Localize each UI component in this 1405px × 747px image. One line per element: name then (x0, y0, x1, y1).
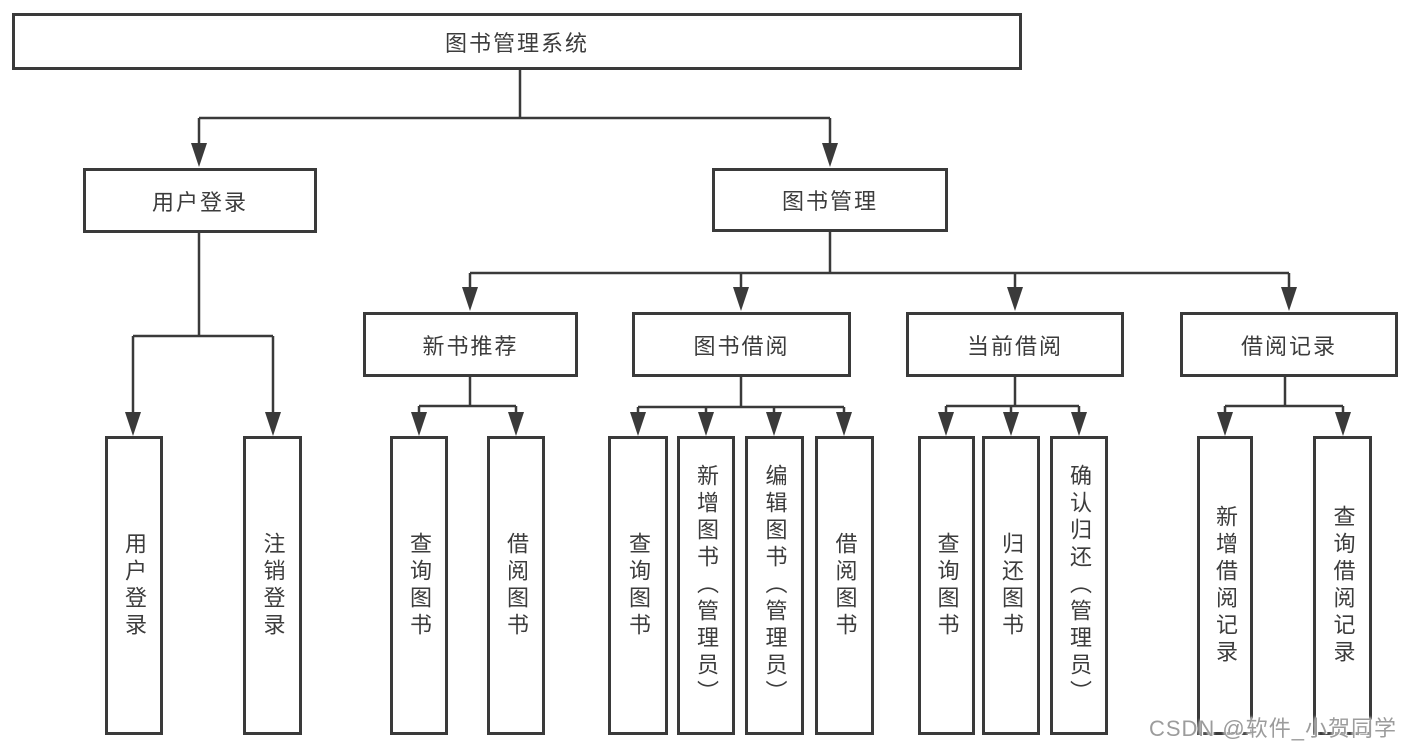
node-book-management: 图书管理 (712, 168, 948, 232)
node-label: 归还图书 (999, 531, 1024, 640)
leaf-user-login: 用户登录 (105, 436, 163, 735)
node-library-management-system: 图书管理系统 (12, 13, 1022, 70)
node-borrowing-records: 借阅记录 (1180, 312, 1398, 377)
leaf-query-borrow-record: 查询借阅记录 (1313, 436, 1372, 735)
leaf-add-borrow-record: 新增借阅记录 (1197, 436, 1253, 735)
node-label: 用户登录 (151, 189, 248, 215)
node-label: 新书推荐 (422, 333, 519, 359)
node-label: 借阅图书 (832, 531, 858, 640)
node-label: 新增图书（管理员） (694, 464, 719, 707)
node-label: 确认归还（管理员） (1067, 464, 1092, 707)
node-label: 借阅图书 (504, 531, 529, 640)
node-label: 查询图书 (934, 531, 960, 640)
node-label: 借阅记录 (1240, 333, 1337, 359)
leaf-logout-login: 注销登录 (243, 436, 302, 735)
node-label: 查询图书 (626, 531, 651, 640)
node-label: 新增借阅记录 (1213, 504, 1238, 667)
leaf-borrow-books: 借阅图书 (815, 436, 874, 735)
node-label: 编辑图书（管理员） (762, 464, 788, 707)
node-book-borrowing: 图书借阅 (632, 312, 851, 377)
node-label: 当前借阅 (966, 333, 1063, 359)
leaf-add-books-admin: 新增图书（管理员） (677, 436, 735, 735)
leaf-return-books: 归还图书 (982, 436, 1040, 735)
node-label: 图书借阅 (693, 333, 790, 359)
node-label: 查询图书 (407, 531, 432, 640)
node-current-borrowing: 当前借阅 (906, 312, 1124, 377)
leaf-query-books-current: 查询图书 (918, 436, 975, 735)
node-label: 注销登录 (260, 531, 286, 640)
node-user-login: 用户登录 (83, 168, 317, 233)
leaf-confirm-return-admin: 确认归还（管理员） (1050, 436, 1108, 735)
leaf-query-books-borrow: 查询图书 (608, 436, 668, 735)
node-label: 用户登录 (122, 531, 147, 640)
node-new-book-recommendation: 新书推荐 (363, 312, 578, 377)
node-label: 图书管理系统 (444, 30, 589, 56)
leaf-edit-books-admin: 编辑图书（管理员） (745, 436, 804, 735)
leaf-query-books-recommend: 查询图书 (390, 436, 448, 735)
csdn-watermark: CSDN @软件_小贺同学 (1148, 716, 1397, 741)
node-label: 查询借阅记录 (1330, 504, 1356, 667)
node-label: 图书管理 (781, 189, 878, 214)
leaf-borrow-books-recommend: 借阅图书 (487, 436, 545, 735)
